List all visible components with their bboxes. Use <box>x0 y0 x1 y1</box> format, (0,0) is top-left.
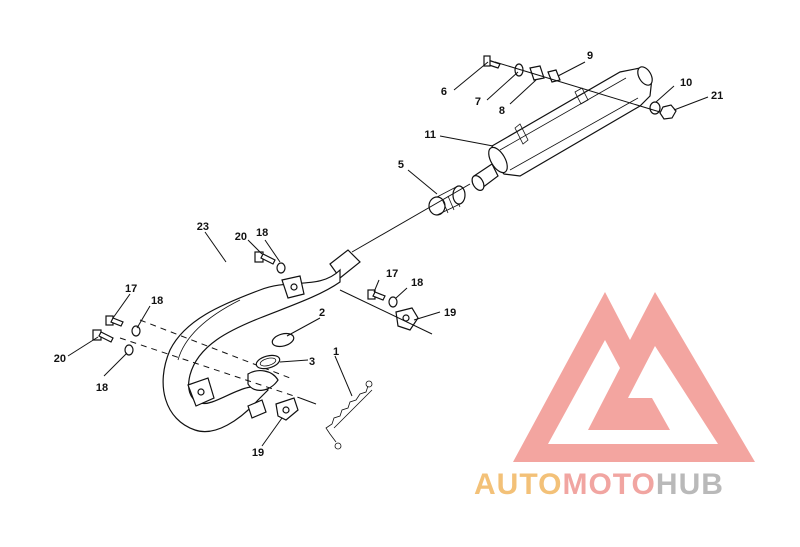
wordmark-hub: HUB <box>656 468 724 501</box>
gasket-ring <box>271 332 295 348</box>
washer-left-lower <box>124 344 134 356</box>
bolt-upper <box>254 251 276 265</box>
callout-18-mid: 18 <box>411 277 423 289</box>
callout-20-left: 20 <box>54 353 66 365</box>
watermark-wordmark: AUTOMOTOHUB <box>474 468 724 501</box>
bolt-mid <box>367 289 386 301</box>
muffler <box>471 66 653 191</box>
exhaust-spring <box>325 380 373 450</box>
bolt-left-upper <box>105 315 124 327</box>
callout-1: 1 <box>333 346 339 358</box>
callout-19-right: 19 <box>444 307 456 319</box>
callout-6: 6 <box>441 86 447 98</box>
leader-lines <box>67 61 709 447</box>
callouts: 6 7 8 9 10 21 11 5 23 20 18 17 18 17 18 … <box>54 50 724 459</box>
callout-2: 2 <box>319 307 325 319</box>
muffler-hardware <box>483 55 677 120</box>
washer-mid <box>388 296 398 308</box>
mount-bracket-upper <box>339 289 433 335</box>
expansion-chamber <box>162 249 361 433</box>
callout-5: 5 <box>398 159 404 171</box>
callout-18-upper: 18 <box>256 227 268 239</box>
mount-bracket-lower <box>275 397 299 421</box>
callout-7: 7 <box>475 96 481 108</box>
wordmark-moto: MOTO <box>562 468 655 501</box>
washer-left-upper <box>131 325 141 337</box>
callout-19-left: 19 <box>252 447 264 459</box>
watermark-logo <box>513 292 755 462</box>
callout-10: 10 <box>680 77 692 89</box>
callout-3: 3 <box>309 356 315 368</box>
bolt-left-lower <box>92 329 114 343</box>
gasket-flange <box>255 354 281 370</box>
callout-23: 23 <box>197 221 209 233</box>
connector-spring <box>428 185 466 216</box>
callout-20-upper: 20 <box>235 231 247 243</box>
svg-text:AUTOMOTOHUB: AUTOMOTOHUB <box>474 468 724 501</box>
callout-21: 21 <box>711 90 723 102</box>
callout-18-left-upper: 18 <box>151 295 163 307</box>
wordmark-auto: AUTO <box>474 468 562 501</box>
logo-mark <box>513 292 755 462</box>
callout-17-left: 17 <box>125 283 137 295</box>
callout-9: 9 <box>587 50 593 62</box>
callout-18-left-lower: 18 <box>96 382 108 394</box>
callout-8: 8 <box>499 105 505 117</box>
callout-11: 11 <box>424 129 436 141</box>
callout-17-mid: 17 <box>386 268 398 280</box>
washer-upper <box>276 262 286 274</box>
